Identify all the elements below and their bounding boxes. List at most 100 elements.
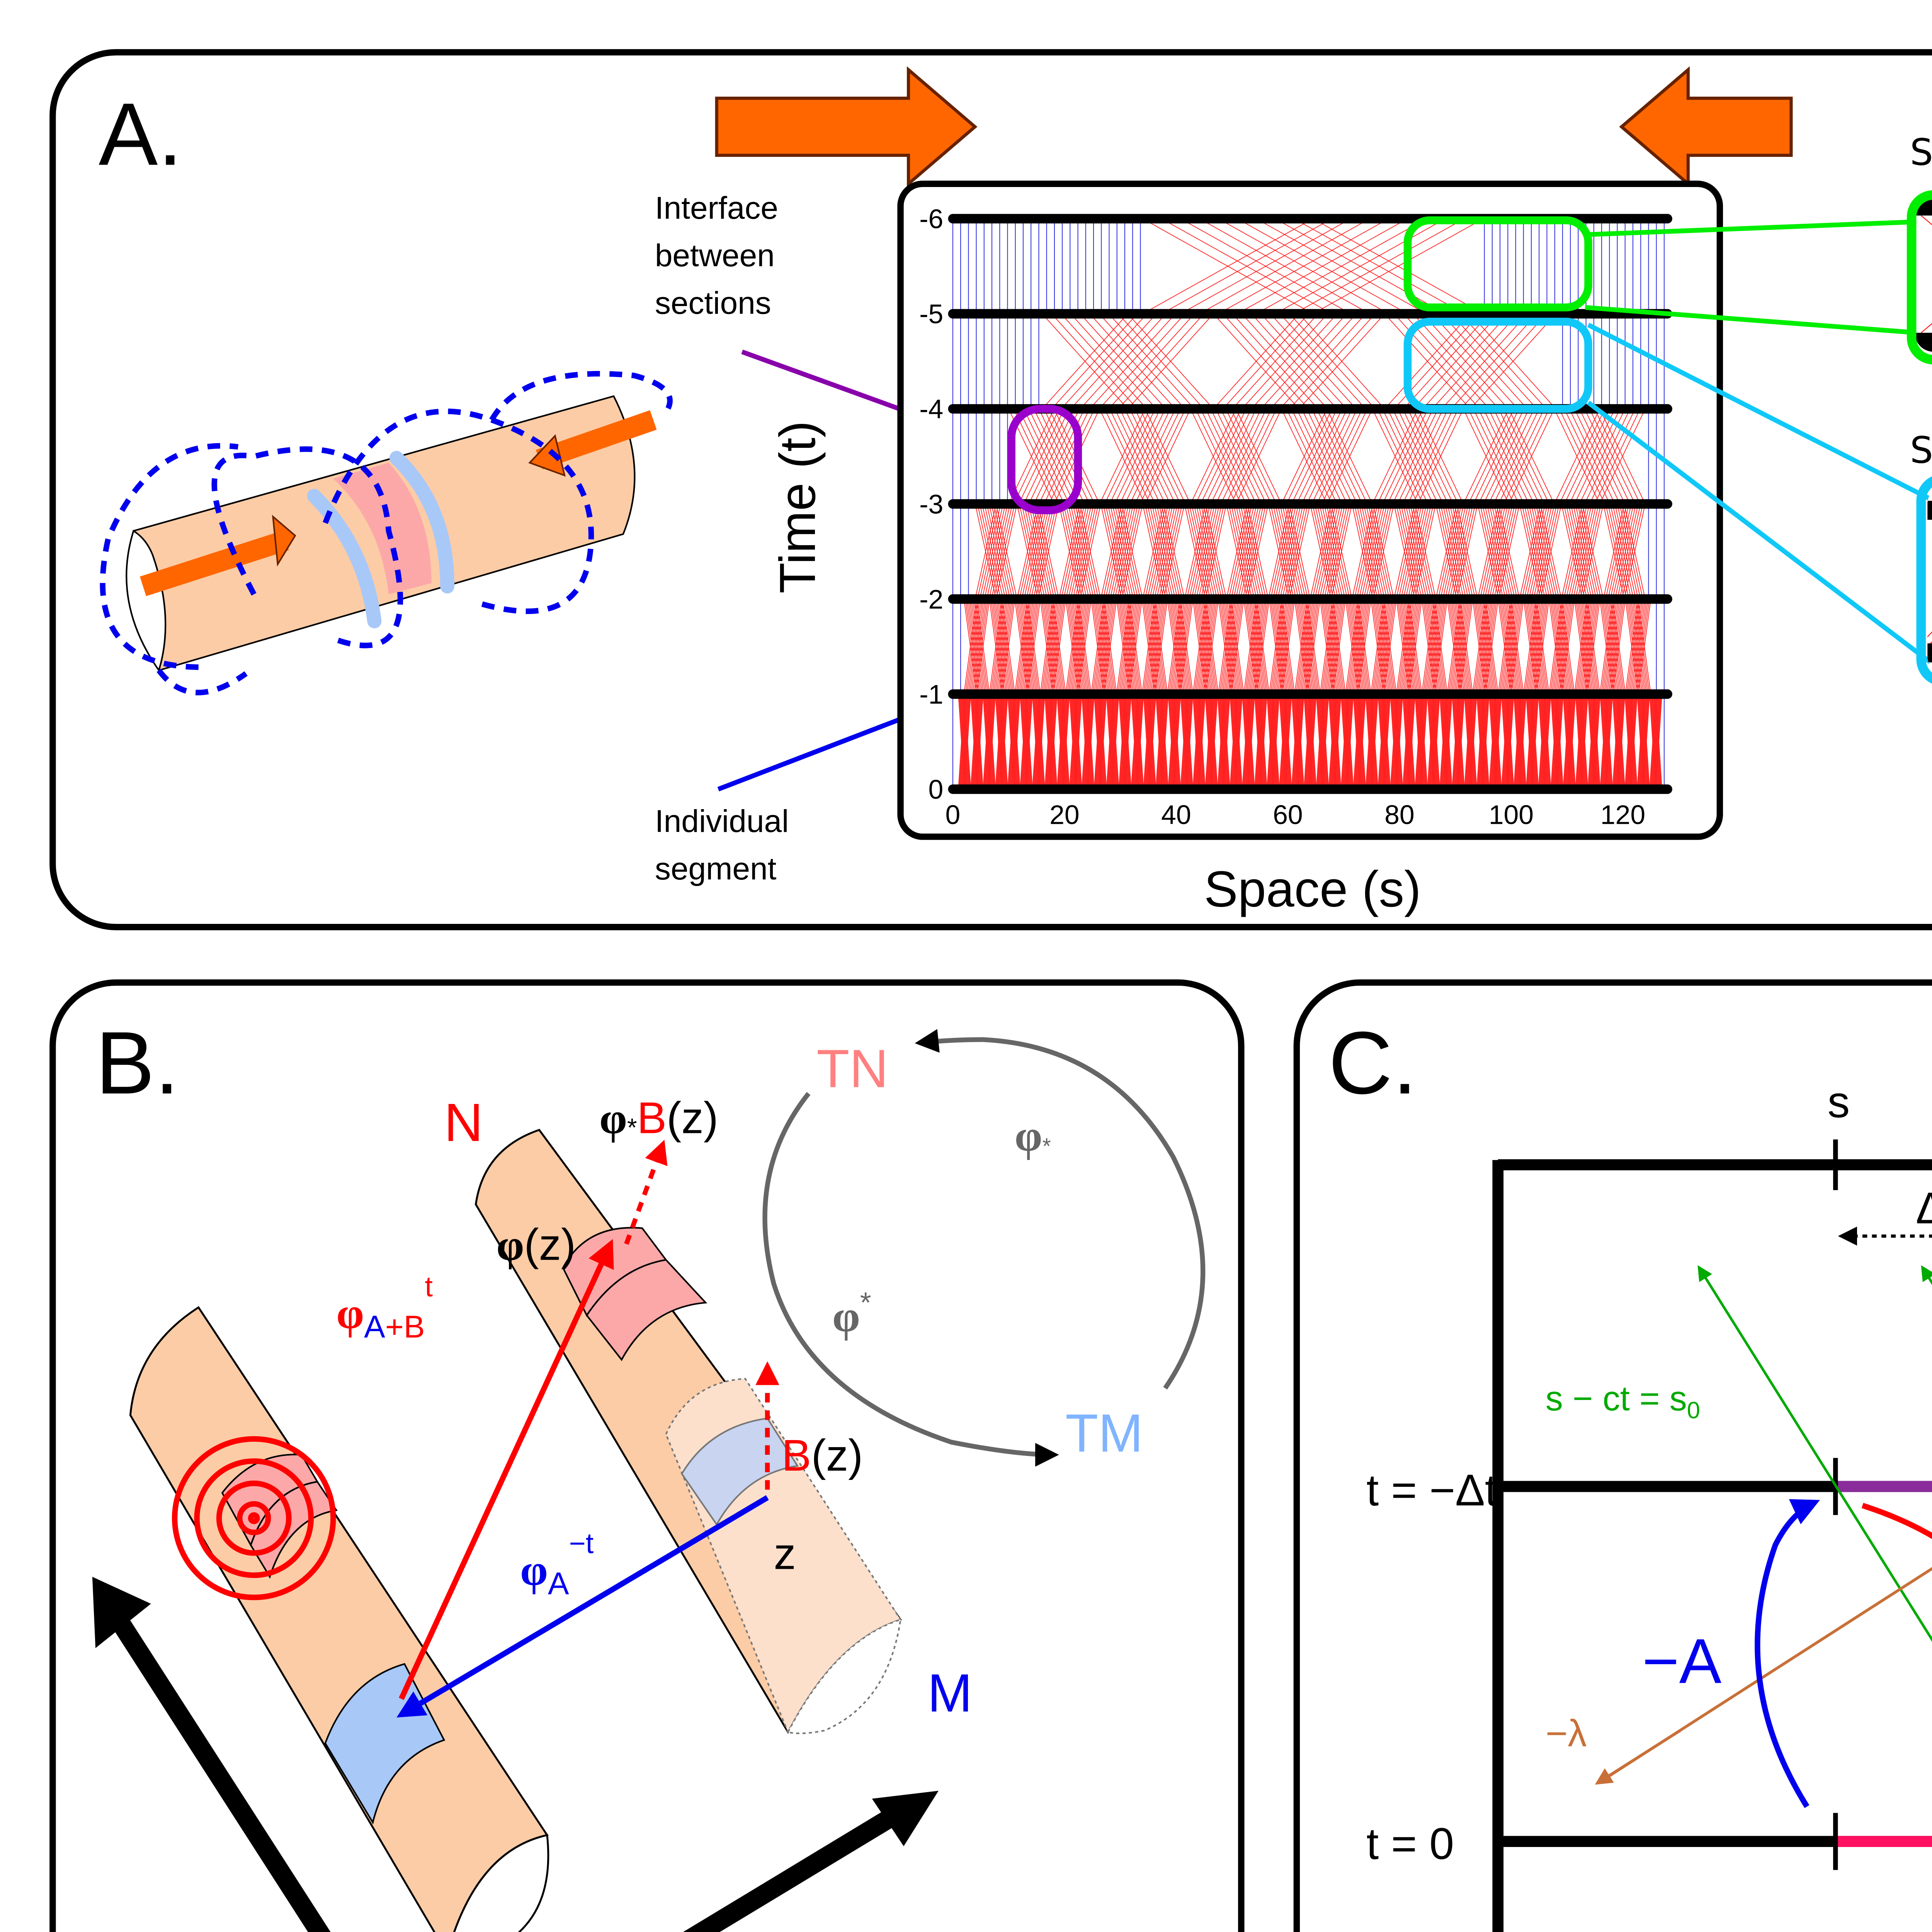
x-tick-label: 80: [1384, 800, 1415, 830]
crossing-segment: [1291, 694, 1298, 789]
crossing-segment: [1218, 694, 1225, 789]
segment-label-line2: segment: [655, 851, 777, 886]
crossing-segment: [1492, 694, 1499, 789]
eq-line-label: s − ct = s0: [1546, 1379, 1700, 1424]
crossing-segment: [1650, 694, 1657, 789]
crossing-segment: [1421, 694, 1428, 789]
crossing-segment: [1454, 694, 1462, 789]
crossing-segment: [1013, 408, 1060, 504]
compression-arrow-right-icon: [715, 66, 978, 187]
crossing-segment: [1321, 504, 1343, 599]
crossing-segment: [1248, 694, 1255, 789]
crossing-segment: [1139, 408, 1186, 504]
crossing-segment: [1333, 694, 1341, 789]
crossing-segment: [1356, 599, 1370, 694]
crossing-segment: [1208, 694, 1215, 789]
crossing-segment: [1606, 694, 1613, 789]
crossing-segment: [1523, 599, 1537, 694]
crossing-segment: [1354, 694, 1361, 789]
crossing-segment: [1488, 408, 1534, 504]
crossing-segment: [1066, 599, 1080, 694]
crossing-segment: [963, 599, 977, 694]
crossing-segment: [1513, 694, 1520, 789]
crossing-segment: [1223, 599, 1237, 694]
crossing-segment: [1099, 694, 1106, 789]
crossing-segment: [1282, 694, 1289, 789]
crossing-segment: [1123, 599, 1137, 694]
crossing-segment: [1301, 408, 1348, 504]
crossing-segment: [1026, 694, 1033, 789]
crossing-segment: [1294, 599, 1308, 694]
crossing-segment: [1516, 694, 1523, 789]
crossing-segment: [1082, 694, 1089, 789]
crossing-segment: [1606, 599, 1620, 694]
interface-label-line3: sections: [655, 286, 771, 321]
crossing-segment: [1358, 694, 1366, 789]
crossing-segment: [1649, 694, 1656, 789]
crossing-segment: [1141, 599, 1155, 694]
crossing-segment: [1556, 599, 1569, 694]
phi-upper-star-label: φ*: [832, 1286, 871, 1341]
x-tick-label: 20: [1049, 800, 1080, 830]
crossing-segment: [1509, 599, 1523, 694]
crossing-segment: [1028, 408, 1075, 504]
crossing-segment: [1402, 694, 1410, 789]
characteristic-line-1: [1697, 1265, 1932, 1642]
crossing-segment: [1603, 694, 1611, 789]
z-label: z: [774, 1529, 796, 1578]
crossing-segment: [1208, 694, 1215, 789]
crossing-segment: [1080, 313, 1166, 409]
crossing-segment: [1530, 599, 1544, 694]
crossing-segment: [1483, 408, 1529, 504]
minus-a-arrow-icon: [1755, 1499, 1820, 1808]
delta-s-label: Δs: [1916, 1184, 1932, 1233]
crossing-segment: [1260, 313, 1347, 409]
crossing-segment: [1519, 694, 1526, 789]
crossing-segment: [1612, 504, 1634, 599]
crossing-segment: [1563, 694, 1570, 789]
crossing-segment: [1496, 504, 1518, 599]
crossing-segment: [1599, 599, 1613, 694]
crossing-segment: [1294, 694, 1302, 789]
crossing-segment: [1184, 694, 1191, 789]
crossing-segment: [1192, 694, 1200, 789]
crossing-segment: [1316, 694, 1323, 789]
crossing-segment: [1063, 694, 1070, 789]
crossing-segment: [1257, 694, 1265, 789]
crossing-segment: [1460, 313, 1547, 409]
crossing-segment: [1215, 408, 1262, 504]
crossing-segment: [1158, 694, 1165, 789]
crossing-segment: [1145, 408, 1191, 504]
minus-lambda-line: [1595, 1729, 1681, 1785]
crossing-segment: [1538, 694, 1545, 789]
crossing-segment: [1032, 694, 1040, 789]
crossing-segment: [1327, 408, 1373, 504]
x-tick-label: 100: [1489, 800, 1534, 830]
crossing-segment: [1107, 694, 1114, 789]
crossing-segment: [1272, 694, 1279, 789]
crossing-segment: [1225, 599, 1239, 694]
crossing-segment: [1570, 504, 1592, 599]
crossing-segment: [1281, 408, 1327, 504]
crossing-segment: [1144, 694, 1151, 789]
crossing-segment: [1550, 599, 1564, 694]
crossing-segment: [1578, 694, 1586, 789]
crossing-segment: [1384, 694, 1391, 789]
crossing-segment: [1062, 694, 1069, 789]
crossing-segment: [1270, 694, 1277, 789]
crossing-segment: [1305, 599, 1319, 694]
crossing-segment: [1094, 694, 1101, 789]
crossing-segment: [1049, 408, 1095, 504]
crossing-segment: [1458, 694, 1465, 789]
crossing-segment: [995, 599, 1009, 694]
b-plus-a-arrow-icon: [1861, 1503, 1932, 1539]
crossing-segment: [1028, 504, 1050, 599]
crossing-segment: [1142, 504, 1164, 599]
crossing-segment: [1352, 599, 1366, 694]
crossing-segment: [1614, 504, 1636, 599]
crossing-segment: [1534, 599, 1548, 694]
crossing-segment: [1428, 694, 1435, 789]
crossing-segment: [1632, 599, 1646, 694]
crossing-segment: [1211, 694, 1218, 789]
phi-a-inverse-label: φA−t: [520, 1527, 594, 1601]
